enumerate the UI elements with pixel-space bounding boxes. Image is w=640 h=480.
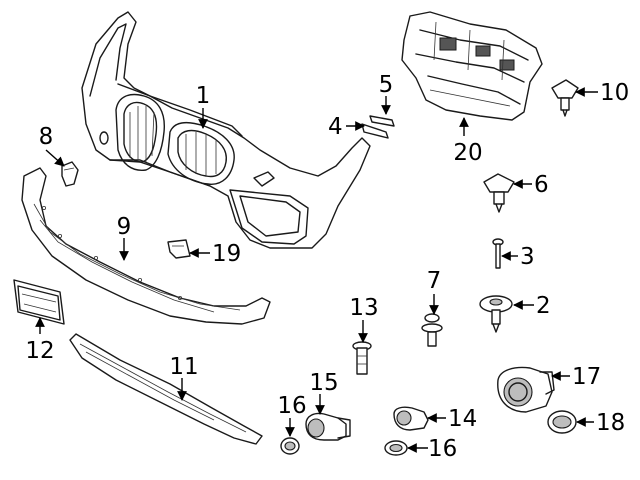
part-17-sensor-housing (497, 366, 555, 413)
callout-12: 12 (25, 338, 54, 364)
callout-19: 19 (212, 241, 241, 267)
callout-16-right: 16 (428, 436, 457, 462)
callout-6: 6 (534, 172, 549, 198)
callout-1: 1 (196, 83, 211, 109)
callout-17: 17 (572, 364, 601, 390)
callout-15: 15 (309, 370, 338, 396)
part-13-bolt (352, 341, 372, 375)
part-12-plate-bracket (13, 279, 65, 325)
callout-13: 13 (349, 295, 378, 321)
part-3-bolt (492, 238, 504, 269)
part-9-lower-spoiler (21, 167, 271, 325)
part-4-bracket (361, 123, 389, 139)
callout-9: 9 (117, 214, 132, 240)
part-2-screw (479, 295, 513, 333)
part-6-screw (483, 173, 515, 213)
callout-16-left: 16 (277, 393, 306, 419)
callout-14: 14 (448, 406, 477, 432)
part-18-ring (547, 410, 577, 434)
part-15-sensor (305, 412, 351, 441)
callout-4: 4 (328, 114, 343, 140)
part-16-ring-b (384, 440, 408, 456)
leader-lines (35, 87, 598, 453)
callout-18: 18 (596, 410, 625, 436)
part-19-clip (167, 239, 191, 259)
callout-7: 7 (427, 268, 442, 294)
callout-8: 8 (39, 124, 54, 150)
callout-11: 11 (169, 354, 198, 380)
callout-2: 2 (536, 293, 551, 319)
part-10-screw (551, 79, 579, 117)
part-8-clip (61, 161, 79, 187)
callout-10: 10 (600, 80, 629, 106)
callout-3: 3 (520, 244, 535, 270)
part-14-sensor-holder (393, 406, 429, 431)
part-16-ring-a (280, 437, 300, 455)
part-11-lower-trim (69, 333, 263, 445)
part-20-bracket (401, 11, 543, 121)
part-7-pin (421, 313, 443, 347)
callout-20: 20 (453, 140, 482, 166)
callout-labels: 1 2 3 4 5 6 7 8 9 10 11 12 13 14 15 16 1… (25, 72, 629, 462)
part-5-bracket (369, 115, 395, 127)
bumper-cover (81, 11, 371, 249)
callout-5: 5 (379, 72, 394, 98)
